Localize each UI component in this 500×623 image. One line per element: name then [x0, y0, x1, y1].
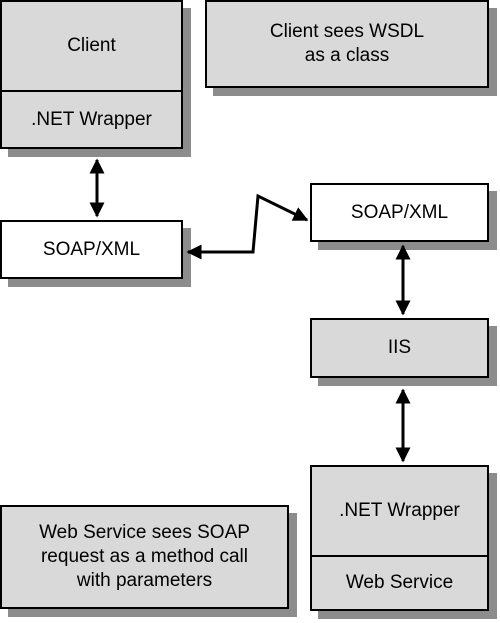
client-stack: Client .NET Wrapper — [0, 0, 183, 149]
service-stack: .NET Wrapper Web Service — [310, 465, 489, 611]
service-note-text: Web Service sees SOAP request as a metho… — [39, 522, 250, 591]
service-stack-divider — [312, 555, 487, 557]
client-label: Client — [67, 35, 116, 56]
soap-xml-left-box: SOAP/XML — [0, 220, 183, 279]
iis-label: IIS — [387, 337, 412, 358]
arrow-soap-left-to-soap-right — [186, 193, 309, 260]
client-stack-divider — [2, 90, 181, 92]
soap-xml-right-box: SOAP/XML — [310, 183, 489, 242]
soap-xml-left-label: SOAP/XML — [42, 238, 141, 260]
iis-box: IIS — [310, 318, 489, 378]
client-note-text: Client sees WSDL as a class — [269, 21, 425, 66]
client-note-box: Client sees WSDL as a class — [205, 0, 489, 88]
soap-xml-right-label: SOAP/XML — [350, 201, 449, 223]
service-wrapper-label: .NET Wrapper — [339, 500, 460, 521]
service-note-box: Web Service sees SOAP request as a metho… — [0, 505, 289, 609]
client-wrapper-label: .NET Wrapper — [31, 108, 152, 130]
web-service-label: Web Service — [345, 572, 454, 593]
